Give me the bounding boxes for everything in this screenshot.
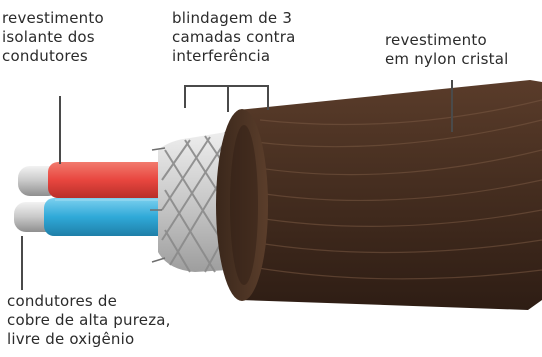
label-insulation-line-2: isolante dos xyxy=(2,28,95,46)
leader-shield-bracket xyxy=(184,85,269,110)
label-conductors-line-2: cobre de alta pureza, xyxy=(7,311,171,329)
label-conductors-line-1: condutores de xyxy=(7,292,118,310)
label-insulation-line-1: revestimento xyxy=(2,9,104,27)
label-insulation-line-3: condutores xyxy=(2,47,88,65)
label-shielding: blindagem de 3 camadas contra interferên… xyxy=(172,9,296,66)
red-insulation xyxy=(48,162,168,198)
label-nylon-line-2: em nylon cristal xyxy=(385,50,509,68)
label-shielding-line-3: interferência xyxy=(172,47,271,65)
label-nylon-jacket: revestimento em nylon cristal xyxy=(385,31,508,69)
label-shielding-line-1: blindagem de 3 xyxy=(172,9,293,27)
label-conductors: condutores de cobre de alta pureza, livr… xyxy=(7,292,171,349)
nylon-jacket xyxy=(216,80,542,310)
leader-lines xyxy=(21,80,453,290)
label-shielding-line-2: camadas contra xyxy=(172,28,296,46)
label-insulation: revestimento isolante dos condutores xyxy=(2,9,104,66)
blue-insulation xyxy=(44,198,172,236)
conductor-insulation xyxy=(44,162,172,236)
label-nylon-line-1: revestimento xyxy=(385,31,487,49)
label-conductors-line-3: livre de oxigênio xyxy=(7,330,135,348)
